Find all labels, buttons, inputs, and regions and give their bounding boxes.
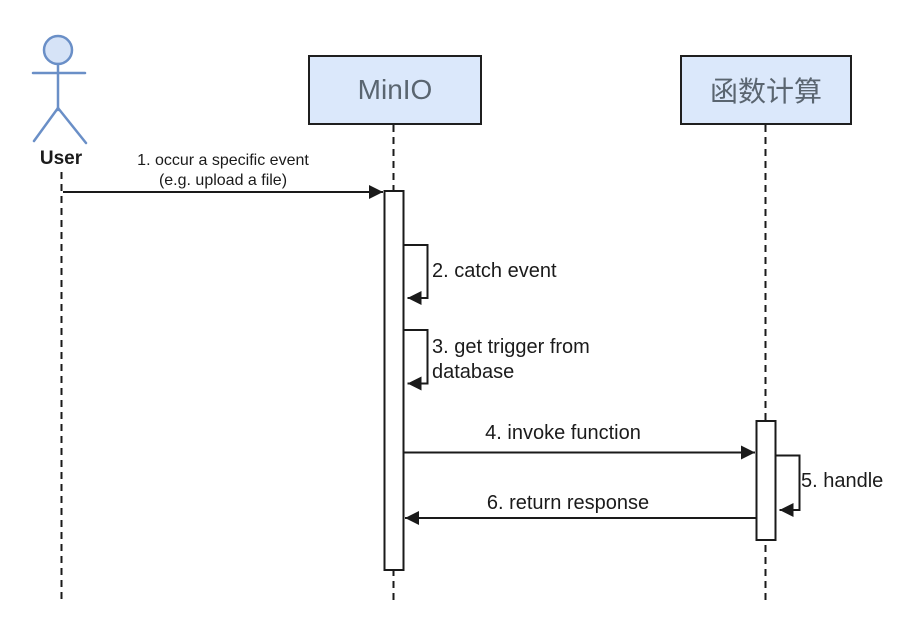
function-compute-activation-bar [755, 420, 777, 541]
user-actor-icon [31, 34, 88, 145]
actor-left-leg [32, 106, 60, 143]
message-1-label: 1. occur a specific event (e.g. upload a… [117, 151, 329, 191]
participant-label-function-compute: 函数计算 [709, 76, 822, 107]
participant-label-minio: MinIO [357, 74, 433, 105]
message-1-label-text: 1. occur a specific event [137, 152, 309, 169]
message-6-label: 6. return response [486, 492, 650, 514]
message-5-label: 5. handle [801, 470, 884, 492]
minio-activation-bar [383, 190, 405, 571]
message-3-label: 3. get trigger from database [432, 336, 590, 383]
message-1-label-note: (e.g. upload a file) [158, 172, 288, 189]
actor-head [42, 34, 74, 66]
participant-box-minio: MinIO [308, 55, 482, 125]
participant-box-function-compute: 函数计算 [680, 55, 852, 125]
message-4-label: 4. invoke function [485, 422, 641, 444]
message-5-self-arrow [775, 454, 801, 517]
message-2-self-arrow [403, 244, 429, 305]
message-3-self-arrow [403, 329, 429, 391]
actor-right-leg [56, 106, 88, 145]
message-2-label: 2. catch event [432, 260, 557, 282]
participant-label-user: User [39, 148, 83, 169]
